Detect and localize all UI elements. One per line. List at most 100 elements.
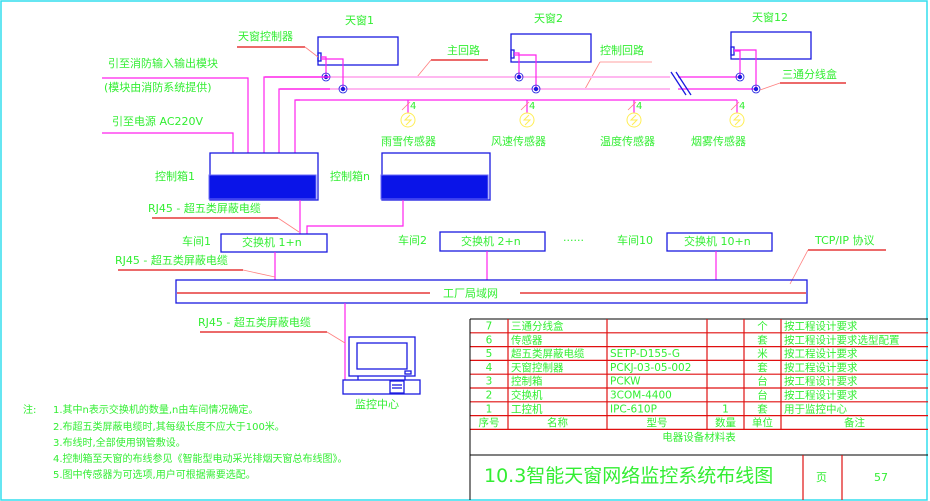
switch-2-box	[439, 231, 546, 252]
workshop-1: 车间1 交换机 1+n	[182, 233, 328, 253]
wire-count-label: 4	[739, 101, 745, 112]
note-1: 1.其中n表示交换机的数量,n由车间情况确定。	[53, 403, 258, 416]
table-cell: 7	[486, 321, 493, 333]
skylight-1-label: 天窗1	[345, 13, 374, 27]
rj45-cable-label-3: RJ45 - 超五类屏蔽电缆	[198, 315, 311, 329]
table-cell: 2	[486, 390, 493, 402]
table-row: 2 交换机 3COM-4400 台 按工程设计要求	[486, 389, 858, 402]
power-source-label: 引至电源 AC220V	[112, 114, 204, 128]
table-cell: 套	[757, 361, 768, 374]
table-caption: 电器设备材料表	[662, 430, 736, 443]
fire-module-note: (模块由消防系统提供)	[104, 80, 212, 94]
table-cell: 4	[486, 362, 493, 374]
factory-lan-label: 工厂局域网	[443, 287, 498, 300]
table-cell: 控制箱	[511, 375, 543, 388]
notes-prefix: 注:	[23, 403, 36, 416]
switch-10-label: 交换机 10+n	[684, 234, 751, 248]
table-cell: 按工程设计要求	[784, 389, 858, 402]
wire-count-label: 4	[636, 101, 642, 112]
table-cell: 个	[757, 321, 768, 333]
skylight-2-box	[510, 33, 592, 63]
table-row: 7 三通分线盒 个 按工程设计要求	[486, 320, 858, 333]
table-cell: 3COM-4400	[610, 390, 672, 402]
skylight-12-label: 天窗12	[752, 10, 788, 24]
table-cell: PCKJ-03-05-002	[610, 362, 691, 374]
page-number: 57	[874, 471, 888, 484]
note-2: 2.布超五类屏蔽电缆时,其每级长度不应大于100米。	[53, 420, 285, 433]
table-cell: 台	[757, 375, 768, 388]
skylight-12: 天窗12	[730, 10, 812, 60]
table-cell: 按工程设计要求	[784, 375, 858, 388]
fire-module-label: 引至消防输入输出模块	[108, 56, 218, 70]
workshop-1-label: 车间1	[182, 234, 211, 248]
junction-box-icon	[338, 84, 348, 94]
junction-box-icon	[735, 72, 745, 82]
skylight-12-box	[730, 31, 812, 60]
junction-box-icon	[751, 84, 761, 94]
table-cell: 1	[486, 403, 493, 415]
note-5: 5.图中传感器为可选项,用户可根据需要选配。	[53, 468, 256, 481]
switch-1-box	[220, 233, 328, 253]
sensor-icon	[400, 112, 416, 128]
workshop-10: 车间10 交换机 10+n	[617, 232, 773, 252]
table-cell: 按工程设计要求选型配置	[784, 333, 900, 346]
rj45-cable-label-2: RJ45 - 超五类屏蔽电缆	[115, 253, 228, 267]
skylight-1-box	[317, 36, 399, 66]
note-3: 3.布线时,全部使用钢管敷设。	[53, 436, 186, 449]
sensor-icon	[626, 112, 642, 128]
switch-2-label: 交换机 2+n	[461, 234, 521, 248]
control-box-n-label: 控制箱n	[330, 169, 370, 183]
table-cell: 用于监控中心	[784, 402, 847, 415]
wire-count-label: 4	[410, 101, 416, 112]
switch-1-label: 交换机 1+n	[242, 235, 302, 249]
skylight-2-controller	[510, 49, 515, 59]
table-cell: 交换机	[511, 389, 543, 402]
table-cell: 按工程设计要求	[784, 361, 858, 374]
table-cell: 米	[757, 347, 768, 360]
table-cell: 天窗控制器	[511, 361, 564, 374]
table-cell: 超五类屏蔽电缆	[511, 347, 585, 360]
table-cell: 台	[757, 389, 768, 402]
control-box-n: 控制箱n	[330, 152, 491, 201]
sensor-label: 温度传感器	[600, 134, 655, 148]
fire-module-wire	[102, 77, 249, 153]
table-cell: 按工程设计要求	[784, 320, 858, 333]
control-box-1: 控制箱1	[155, 152, 319, 201]
skylight-2: 天窗2	[510, 11, 592, 63]
table-cell: 5	[486, 348, 493, 360]
monitoring-center-label: 监控中心	[355, 397, 399, 411]
table-header-row: 序号名称型号数量单位备注	[479, 416, 866, 429]
workshop-2: 车间2 交换机 2+n	[398, 231, 546, 252]
computer-icon	[342, 336, 421, 395]
rj45-cable-label-1: RJ45 - 超五类屏蔽电缆	[148, 201, 261, 215]
table-header-cell: 单位	[752, 416, 773, 429]
junction-box-icon	[514, 72, 524, 82]
notes: 注: 1.其中n表示交换机的数量,n由车间情况确定。 2.布超五类屏蔽电缆时,其…	[23, 403, 348, 481]
table-cell: 三通分线盒	[511, 320, 564, 333]
junction-boxes	[321, 72, 761, 94]
workshop-2-label: 车间2	[398, 233, 427, 247]
table-cell: 6	[486, 334, 493, 346]
table-cell: 工控机	[511, 402, 543, 415]
skylight-1: 天窗1	[317, 13, 399, 66]
table-cell: 3	[486, 376, 493, 388]
control-box-1-label: 控制箱1	[155, 169, 195, 183]
main-loop-label: 主回路	[447, 44, 480, 57]
table-header-cell: 备注	[844, 416, 865, 429]
workshop-10-label: 车间10	[617, 233, 653, 247]
table-header-cell: 型号	[647, 416, 668, 429]
junction-box-icon	[531, 84, 541, 94]
factory-lan: 工厂局域网	[175, 279, 808, 304]
table-cell: SETP-D155-G	[610, 348, 680, 360]
table-cell: 传感器	[511, 333, 543, 346]
